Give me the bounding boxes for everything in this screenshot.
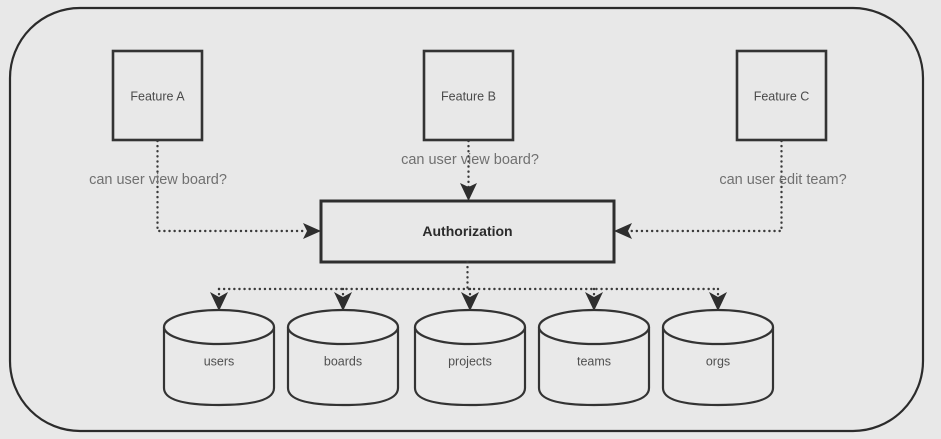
datastore-teams-body[interactable]: [537, 327, 651, 407]
bus-drop-users: [210, 287, 228, 311]
datastore-boards-top: [286, 308, 400, 346]
datastore-users-top: [162, 308, 276, 346]
datastore-boards-body[interactable]: [286, 327, 400, 407]
datastore-teams[interactable]: teams: [537, 308, 651, 407]
datastore-boards-label: boards: [324, 354, 362, 368]
bus-drop-teams: [585, 287, 603, 311]
edge-label-feature-b: can user view board?: [401, 152, 539, 168]
feature-c-label: Feature C: [754, 89, 810, 103]
datastore-projects-top: [413, 308, 527, 346]
arrow-head-to-orgs: [709, 292, 727, 311]
datastore-projects-body[interactable]: [413, 327, 527, 407]
datastore-orgs-label: orgs: [706, 354, 730, 368]
datastore-projects-label: projects: [448, 354, 492, 368]
feature-a-label: Feature A: [130, 89, 185, 103]
arrow-head-to-users: [210, 292, 228, 311]
bus-drop-orgs: [709, 287, 727, 311]
edge-label-feature-c: can user edit team?: [719, 172, 846, 188]
feature-a-node[interactable]: Feature A: [111, 49, 204, 142]
datastore-users[interactable]: users: [162, 308, 276, 407]
bus-drop-projects: [461, 287, 479, 311]
arrow-head-to-projects: [461, 292, 479, 311]
datastore-teams-label: teams: [577, 354, 611, 368]
datastore-orgs-top: [661, 308, 775, 346]
edge-label-feature-a: can user view board?: [89, 172, 227, 188]
datastore-users-label: users: [204, 354, 235, 368]
arrow-head-to-teams: [585, 292, 603, 311]
arrow-head-feature-a-to-authorization: [303, 223, 321, 239]
feature-c-node[interactable]: Feature C: [735, 49, 828, 142]
feature-b-box[interactable]: [422, 49, 515, 142]
datastore-boards[interactable]: boards: [286, 308, 400, 407]
arrow-head-feature-b-to-authorization: [460, 183, 477, 201]
bus-drop-boards: [334, 287, 352, 311]
system-boundary: [8, 6, 925, 433]
edge-feature-a-to-authorization: [156, 139, 309, 233]
datastore-teams-top: [537, 308, 651, 346]
datastore-orgs[interactable]: orgs: [661, 308, 775, 407]
arrow-head-to-boards: [334, 292, 352, 311]
datastore-orgs-body[interactable]: [661, 327, 775, 407]
authorization-box[interactable]: [319, 199, 616, 264]
arrow-head-feature-c-to-authorization: [614, 223, 632, 239]
authorization-node[interactable]: Authorization: [319, 199, 616, 264]
authorization-label: Authorization: [422, 223, 512, 239]
feature-b-label: Feature B: [441, 89, 496, 103]
feature-b-node[interactable]: Feature B: [422, 49, 515, 142]
datastore-projects[interactable]: projects: [413, 308, 527, 407]
datastore-users-body[interactable]: [162, 327, 276, 407]
feature-c-box[interactable]: [735, 49, 828, 142]
edge-feature-c-to-authorization: [626, 139, 783, 233]
